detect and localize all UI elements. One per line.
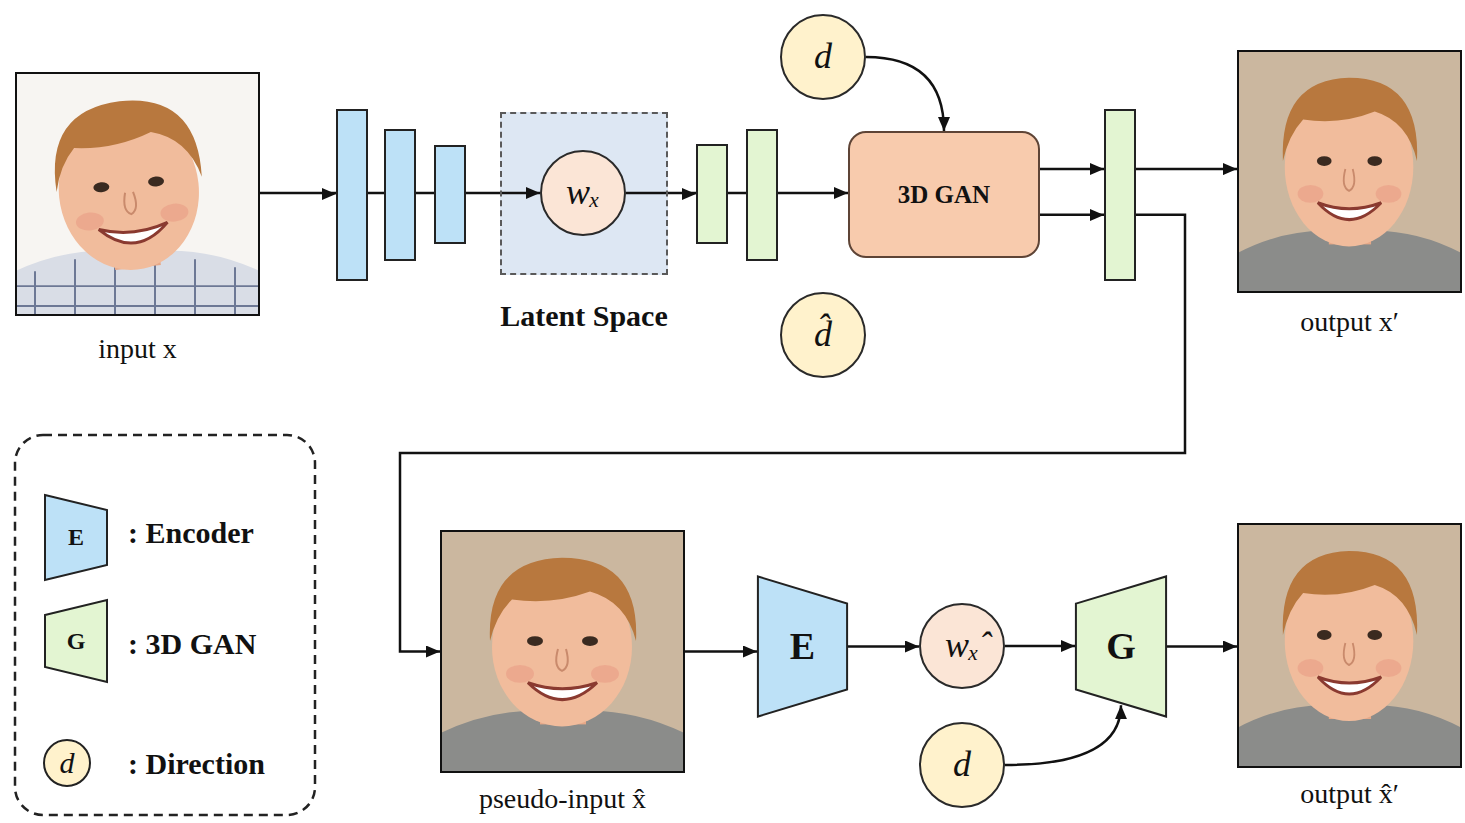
connector-arrow bbox=[1005, 705, 1121, 765]
generator-trapezoid: G bbox=[1075, 575, 1167, 718]
legend-text: : 3D GAN bbox=[128, 627, 256, 660]
connector-arrow bbox=[1005, 645, 1075, 648]
connector-arrow bbox=[626, 192, 848, 195]
caption-text: pseudo-input x̂ bbox=[479, 784, 646, 815]
connector-arrow bbox=[1167, 645, 1237, 648]
image-frame: output x̂′ bbox=[1237, 523, 1462, 768]
generator-bars bbox=[697, 110, 1135, 280]
connector-arrow bbox=[848, 645, 919, 648]
image-frame: pseudo-input x̂ bbox=[440, 530, 685, 773]
latent-code-circle: wₓ bbox=[540, 150, 626, 236]
node-text: d̂ bbox=[814, 315, 832, 355]
connector-arrow bbox=[1040, 168, 1237, 171]
connector-arrow bbox=[866, 57, 944, 131]
encoder-bars bbox=[337, 110, 465, 280]
legend-symbol-letter: E bbox=[68, 524, 84, 550]
node-text: d bbox=[953, 745, 971, 785]
output-photo bbox=[1237, 523, 1462, 768]
caption-text: input x bbox=[98, 334, 177, 365]
gan-box: 3D GAN bbox=[848, 131, 1040, 258]
direction-circle: d bbox=[919, 722, 1005, 808]
image-frame: output x′ bbox=[1237, 50, 1462, 293]
caption-text: output x̂′ bbox=[1300, 779, 1399, 810]
caption-text: output x′ bbox=[1300, 307, 1399, 338]
node-text: wₓ̂ bbox=[945, 626, 979, 666]
node-text: wₓ bbox=[566, 173, 600, 213]
trapezoid-shape bbox=[758, 576, 847, 716]
caption-text: Latent Space bbox=[500, 299, 668, 332]
node-text: d bbox=[814, 37, 832, 77]
input-photo bbox=[15, 72, 260, 316]
direction-circle: d̂ bbox=[780, 292, 866, 378]
legend-text: : Encoder bbox=[128, 516, 254, 549]
legend-gan-shape bbox=[45, 600, 107, 682]
encoder-trapezoid: E bbox=[757, 575, 848, 718]
direction-circle: d bbox=[780, 14, 866, 100]
latent-code-circle: wₓ̂ bbox=[919, 603, 1005, 689]
legend-symbol-letter: G bbox=[67, 628, 86, 654]
connector-arrow bbox=[685, 650, 757, 653]
legend-direction-shape bbox=[44, 740, 90, 786]
output-photo bbox=[1237, 50, 1462, 293]
legend-text: : Direction bbox=[128, 747, 265, 780]
legend-encoder-shape bbox=[45, 495, 107, 580]
latent-space-box: Latent Spacewₓ bbox=[500, 112, 668, 275]
image-frame: input x bbox=[15, 72, 260, 316]
node-text: 3D GAN bbox=[898, 181, 990, 209]
legend-symbol-letter: d bbox=[60, 746, 75, 779]
legend-frame bbox=[15, 435, 315, 815]
node-text: E bbox=[790, 626, 815, 668]
node-text: G bbox=[1106, 626, 1136, 668]
pseudo-input-photo bbox=[440, 530, 685, 773]
trapezoid-shape bbox=[1076, 576, 1166, 716]
